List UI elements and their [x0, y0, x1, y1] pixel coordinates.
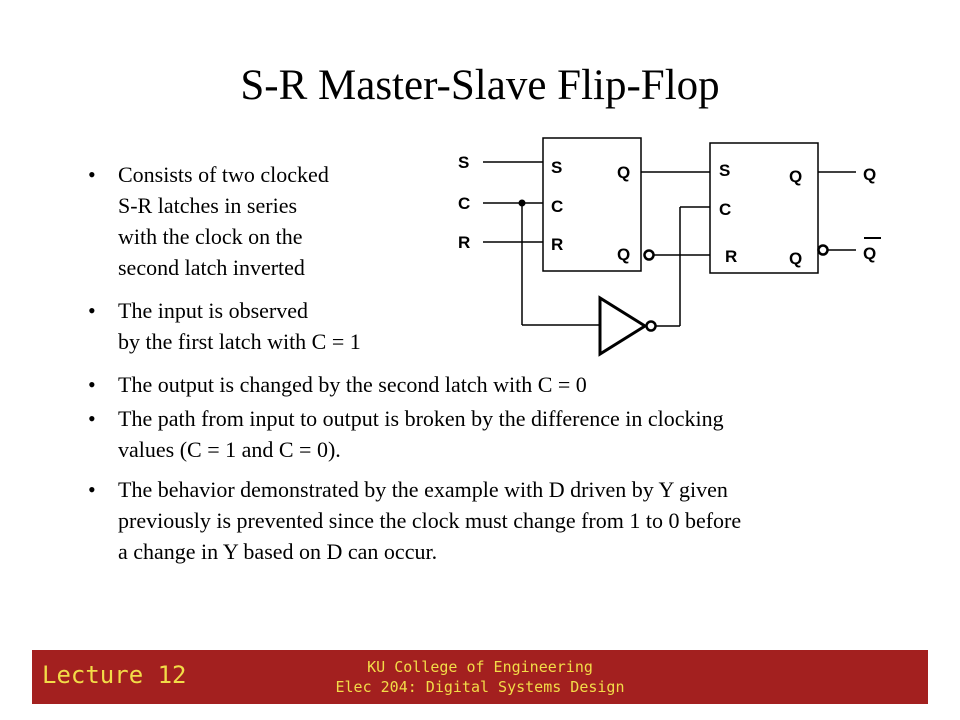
flip-flop-diagram: S C R S C R Q Q S C R Q Q Q Q: [458, 137, 881, 357]
master-latch-box: [542, 137, 642, 272]
footer-bar: Lecture 12 KU College of Engineering Ele…: [32, 650, 928, 704]
bullet-line: The output is changed by the second latc…: [118, 372, 587, 397]
bullet-line: The behavior demonstrated by the example…: [118, 477, 728, 502]
bullet-line: a change in Y based on D can occur.: [118, 539, 438, 564]
master-r-label: R: [551, 235, 563, 254]
inverter-triangle: [598, 295, 648, 357]
bullet-dot: •: [88, 372, 96, 397]
slave-c-label: C: [719, 200, 731, 219]
master-q-label: Q: [617, 163, 630, 182]
inverter-bubble: [645, 320, 657, 332]
master-c-label: C: [551, 197, 563, 216]
slave-latch-box: [709, 142, 819, 274]
bullet-dot: •: [88, 162, 96, 187]
slave-r-label: R: [725, 247, 737, 266]
bullet-line: The path from input to output is broken …: [118, 406, 724, 431]
bullet-dot: •: [88, 477, 96, 502]
output-q-label: Q: [863, 165, 876, 184]
master-qbar-bubble: [643, 249, 655, 261]
bullet-line: S-R latches in series: [118, 193, 298, 218]
bullet-dot: •: [88, 298, 96, 323]
course-name: Elec 204: Digital Systems Design: [335, 678, 625, 696]
bullet-line: Consists of two clocked: [118, 162, 329, 187]
bullet-list: • Consists of two clocked S-R latches in…: [88, 162, 742, 564]
bullet-line: previously is prevented since the clock …: [118, 508, 742, 533]
slave-s-label: S: [719, 161, 730, 180]
input-s-label: S: [458, 153, 469, 172]
college-name: KU College of Engineering: [367, 658, 593, 676]
slave-qbar-bubble: [817, 244, 829, 256]
master-qbar-label: Q: [617, 245, 630, 264]
bullet-line: second latch inverted: [118, 255, 305, 280]
input-r-label: R: [458, 233, 470, 252]
slave-qbar-label: Q: [789, 249, 802, 268]
output-qbar-label: Q: [863, 244, 876, 263]
input-c-label: C: [458, 194, 470, 213]
lecture-label: Lecture 12: [42, 661, 187, 689]
slide-title: S-R Master-Slave Flip-Flop: [240, 62, 720, 109]
bullet-dot: •: [88, 406, 96, 431]
bullet-line: by the first latch with C = 1: [118, 329, 361, 354]
bullet-line: with the clock on the: [118, 224, 303, 249]
bullet-line: values (C = 1 and C = 0).: [118, 437, 341, 462]
bullet-line: The input is observed: [118, 298, 309, 323]
slave-q-label: Q: [789, 167, 802, 186]
master-s-label: S: [551, 158, 562, 177]
